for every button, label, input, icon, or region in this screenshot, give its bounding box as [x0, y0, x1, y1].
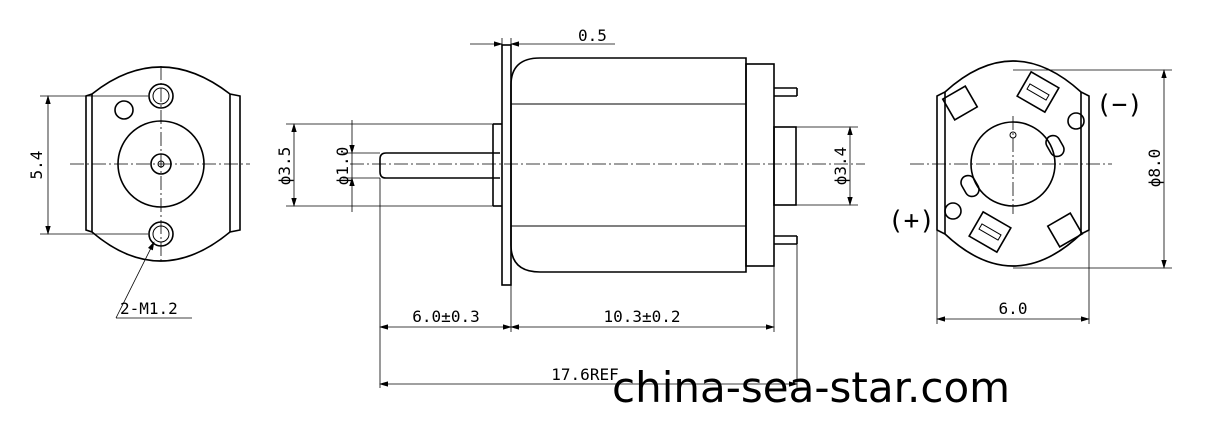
body-diameter-dimension: ϕ8.0 [1145, 149, 1164, 188]
side-view: 0.5 ϕ3.5 ϕ1.0 ϕ3.4 6.0±0.3 10.3±0.2 17.6… [275, 26, 865, 388]
negative-terminal-label: (−) [1096, 90, 1143, 120]
shaft-length-dimension: 6.0±0.3 [412, 307, 479, 326]
boss-diameter-dimension: ϕ3.5 [275, 147, 294, 186]
shaft-diameter-dimension: ϕ1.0 [333, 147, 352, 186]
rear-view: ϕ8.0 6.0 (−) (+) [888, 60, 1172, 324]
body-length-dimension: 10.3±0.2 [603, 307, 680, 326]
overall-length-dimension: 17.6REF [551, 365, 618, 384]
gap-dimension: 0.5 [578, 26, 607, 45]
positive-terminal-label: (+) [888, 206, 935, 236]
rear-boss-diameter-dimension: ϕ3.4 [831, 147, 850, 186]
watermark: china-sea-star.com [612, 363, 1010, 412]
height-dimension: 5.4 [27, 151, 46, 180]
front-view: 5.4 2-M1.2 [27, 66, 250, 319]
width-dimension: 6.0 [999, 299, 1028, 318]
mounting-holes-label: 2-M1.2 [120, 299, 178, 318]
